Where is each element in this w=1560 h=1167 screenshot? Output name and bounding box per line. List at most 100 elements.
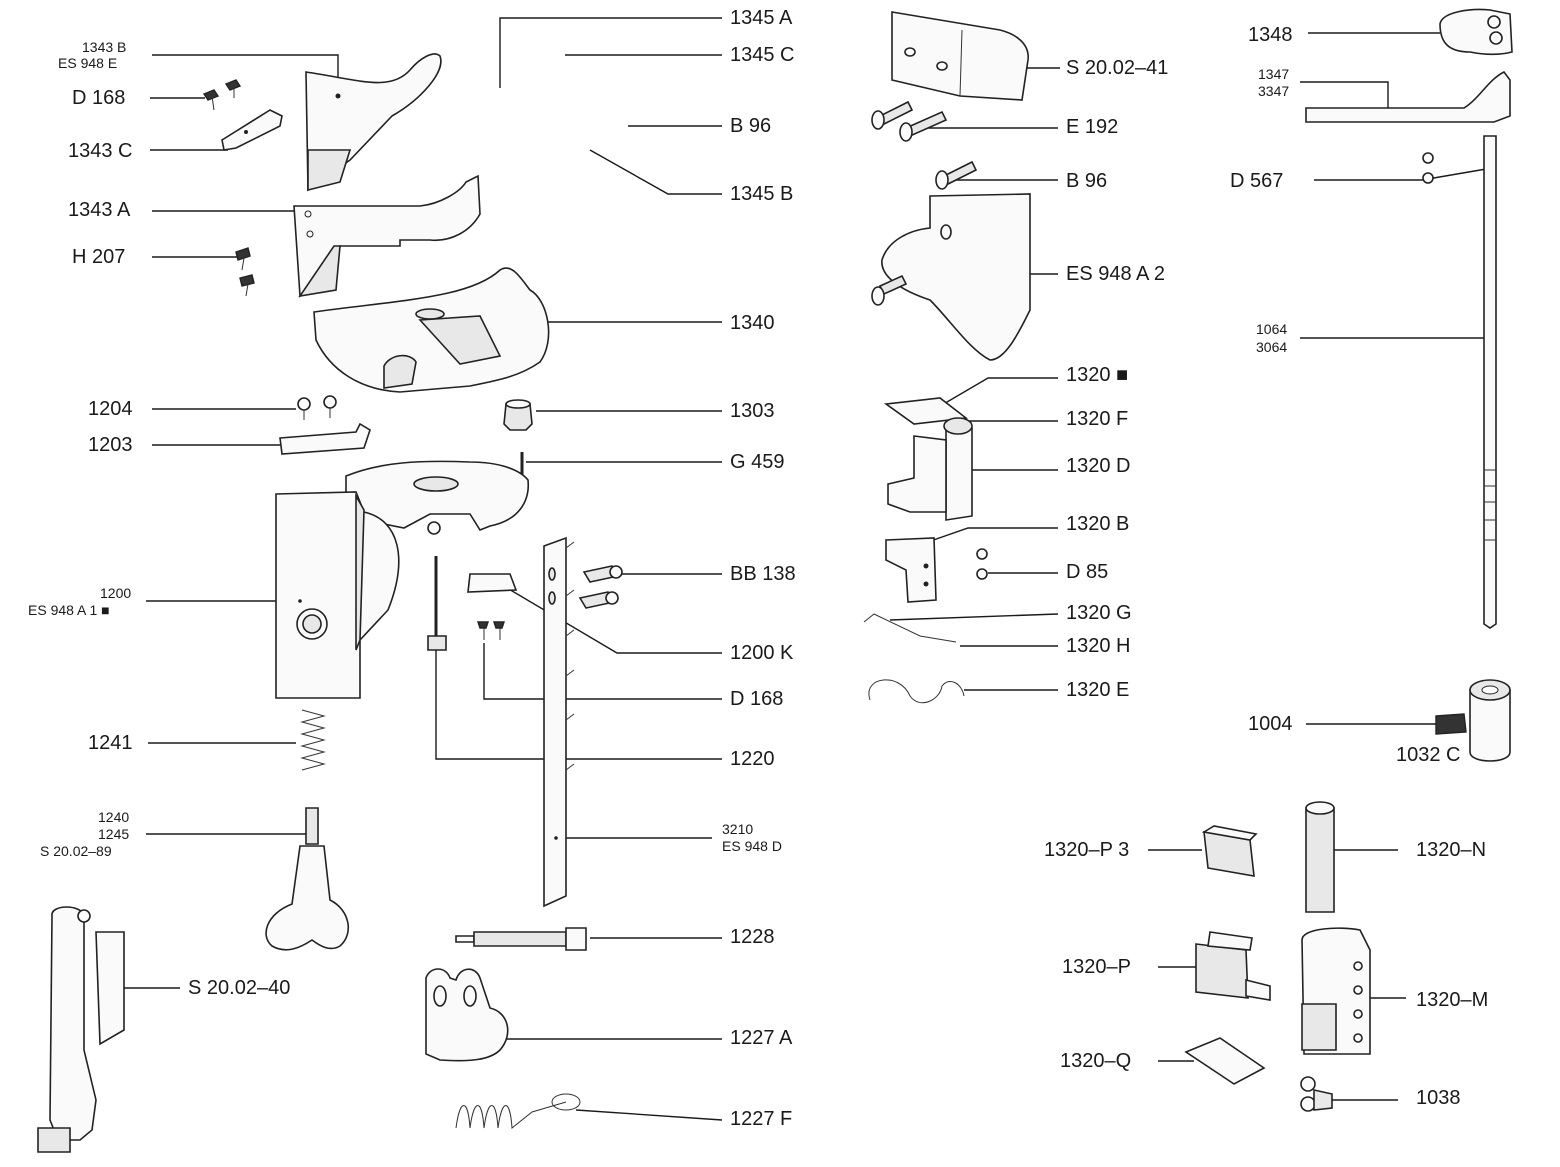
label-d168-lower: D 168 (730, 688, 784, 710)
part-1320m (1301, 927, 1371, 1055)
screws-d567 (1422, 152, 1434, 184)
part-3210 (543, 536, 575, 908)
part-1320b (885, 537, 937, 603)
label-1320f: 1320 F (1066, 408, 1129, 430)
part-1348 (1439, 8, 1513, 56)
label-1320: 1320 ■ (1066, 364, 1129, 386)
part-1203 (279, 422, 371, 455)
label-h207: H 207 (72, 246, 126, 268)
label-1345a: 1345 A (730, 7, 793, 29)
label-1320p3: 1320–P 3 (1044, 839, 1130, 861)
screws-bb138 (578, 565, 623, 609)
label-1340: 1340 (730, 312, 775, 334)
label-1204: 1204 (88, 398, 133, 420)
label-1345c: 1345 C (730, 44, 795, 66)
label-1200k: 1200 K (730, 642, 794, 664)
part-1303 (503, 399, 533, 431)
part-1200 (275, 460, 530, 699)
part-1343a (293, 174, 481, 298)
label-b96-top: B 96 (730, 115, 772, 137)
part-1320p (1195, 931, 1271, 1001)
part-1004 (1469, 679, 1511, 762)
screws-d85 (976, 548, 988, 580)
leader-lines-right (1148, 32, 1493, 1101)
part-s2002-40 (37, 906, 125, 1153)
label-3347: 3347 (1258, 83, 1290, 99)
label-1348: 1348 (1248, 24, 1293, 46)
screws-h207 (235, 247, 255, 297)
label-1203: 1203 (88, 434, 133, 456)
label-1320e: 1320 E (1066, 679, 1130, 701)
label-g459: G 459 (730, 451, 785, 473)
part-1347 (1305, 70, 1511, 123)
part-1220 (427, 521, 447, 651)
screw-b96 (935, 160, 978, 190)
label-1004: 1004 (1248, 713, 1293, 735)
part-1064 (1483, 135, 1497, 629)
label-1240: 1240 (98, 809, 130, 825)
label-1320p: 1320–P (1062, 956, 1131, 978)
label-3064: 3064 (1256, 339, 1288, 355)
label-1228: 1228 (730, 926, 775, 948)
label-1320d: 1320 D (1066, 455, 1131, 477)
label-1303: 1303 (730, 400, 775, 422)
label-3210: 3210 (722, 821, 754, 837)
part-1320g (863, 613, 957, 643)
part-1320p3 (1201, 825, 1258, 877)
label-1343c: 1343 C (68, 140, 133, 162)
part-1240 (265, 807, 349, 951)
label-1241: 1241 (88, 732, 133, 754)
label-1320n: 1320–N (1416, 839, 1487, 861)
part-1038 (1300, 1076, 1333, 1112)
screws-d168-top (202, 79, 242, 111)
part-1200k (467, 573, 518, 593)
label-d85: D 85 (1066, 561, 1109, 583)
label-s2002-41: S 20.02–41 (1066, 57, 1169, 79)
part-1340 (313, 267, 550, 393)
part-1241 (300, 709, 326, 771)
part-1320e (868, 679, 965, 704)
label-1227f: 1227 F (730, 1108, 793, 1130)
part-1228 (455, 927, 587, 951)
label-s2002-89: S 20.02–89 (40, 843, 112, 859)
label-1347: 1347 (1258, 66, 1290, 82)
label-1064: 1064 (1256, 321, 1288, 337)
part-1227f (455, 1093, 581, 1129)
part-es948a2 (871, 193, 1031, 361)
part-1343b (305, 53, 442, 192)
label-b96-mid: B 96 (1066, 170, 1108, 192)
part-1343c (221, 109, 283, 151)
label-1343a: 1343 A (68, 199, 131, 221)
leader-lines (106, 17, 723, 1121)
part-1032c (1435, 713, 1467, 735)
label-1038: 1038 (1416, 1087, 1461, 1109)
label-1320m: 1320–M (1416, 989, 1489, 1011)
screws-1204 (297, 395, 337, 420)
label-es948e: ES 948 E (58, 55, 118, 71)
label-s2002-40: S 20.02–40 (188, 977, 291, 999)
label-1320h: 1320 H (1066, 635, 1131, 657)
label-es948d: ES 948 D (722, 838, 782, 854)
label-1032c: 1032 C (1396, 744, 1461, 766)
part-1320d (883, 397, 973, 521)
label-es948a2: ES 948 A 2 (1066, 263, 1165, 285)
part-1320q (1184, 1037, 1266, 1085)
label-1227a: 1227 A (730, 1027, 793, 1049)
label-1345b: 1345 B (730, 183, 794, 205)
label-1320g: 1320 G (1066, 602, 1132, 624)
part-1227a (425, 968, 509, 1062)
screws-d168-lower (477, 621, 505, 640)
label-1245: 1245 (98, 826, 130, 842)
part-s2002-41 (891, 11, 1029, 101)
label-bb138: BB 138 (730, 563, 796, 585)
label-d567: D 567 (1230, 170, 1284, 192)
label-d168-top: D 168 (72, 87, 126, 109)
part-1320n (1305, 801, 1335, 913)
label-1320b: 1320 B (1066, 513, 1130, 535)
label-1220: 1220 (730, 748, 775, 770)
label-1343b: 1343 B (82, 39, 127, 55)
screws-e192 (871, 100, 948, 142)
label-1200: 1200 (100, 585, 132, 601)
